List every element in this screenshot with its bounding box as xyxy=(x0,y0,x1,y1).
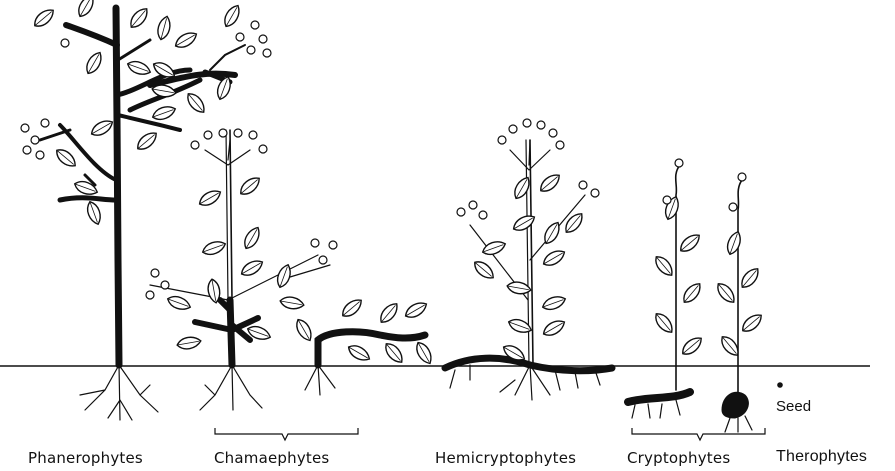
cryptophyte-plant-rhizome xyxy=(628,165,690,418)
label-cryptophytes: Cryptophytes xyxy=(627,449,730,467)
chamaephyte-plant-2 xyxy=(305,332,425,395)
label-chamaephytes: Chamaephytes xyxy=(214,449,329,467)
seed-dot xyxy=(777,382,783,388)
cryptophytes-bracket xyxy=(632,428,765,440)
cryptophyte-flowers-1 xyxy=(663,159,683,204)
chamaephytes-bracket xyxy=(215,428,358,440)
chamaephyte-plant-1 xyxy=(150,130,330,410)
cryptophyte-plant-bulb xyxy=(722,180,752,432)
label-phanerophytes: Phanerophytes xyxy=(28,449,143,467)
cryptophyte-leaves-1 xyxy=(652,195,705,358)
label-therophytes: Therophytes xyxy=(776,448,867,466)
label-hemicryptophytes: Hemicryptophytes xyxy=(435,449,576,467)
cryptophyte-leaves-2 xyxy=(714,230,765,359)
seed-label: Seed xyxy=(776,398,811,415)
